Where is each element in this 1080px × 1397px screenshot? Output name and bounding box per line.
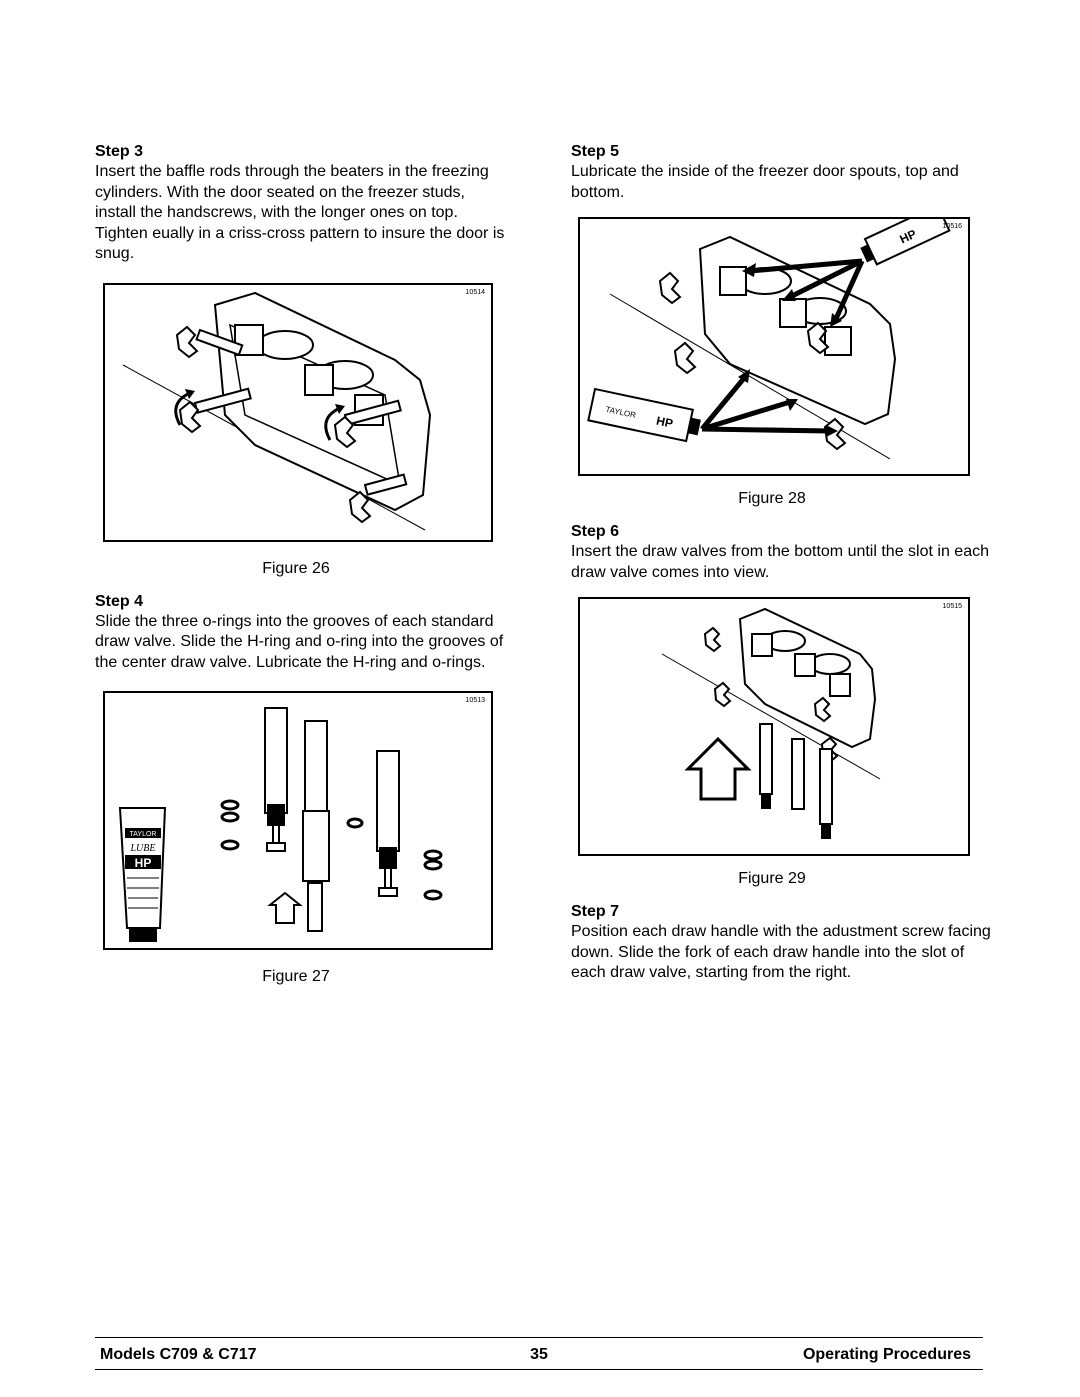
footer-models: Models C709 & C717 [100,1346,257,1363]
figure-29-caption: Figure 29 [738,870,806,887]
step-3-text: Insert the baffle rods through the beate… [95,163,505,262]
lube-tube-product: LUBE [130,843,156,854]
step-5-title: Step 5 [571,143,620,160]
footer-section: Operating Procedures [802,1346,971,1363]
step-5-text: Lubricate the inside of the freezer door… [571,163,959,201]
footer-bottom-rule [95,1369,983,1370]
left-column: Step 3 Insert the baffle rods through th… [95,142,510,986]
lube-tube-icon: TAYLOR LUBE HP [118,807,167,942]
draw-valves-illustration: TAYLOR LUBE HP [118,707,443,942]
insert-valves-illustration [661,607,881,839]
figure-26-caption: Figure 26 [262,559,330,577]
up-arrow-icon [684,736,752,801]
page-number: 35 [530,1346,548,1363]
figure-28-box: 10516 [578,217,970,476]
figure-27-caption: Figure 27 [262,968,330,985]
step-3-title: Step 3 [95,143,144,160]
footer-top-rule [95,1337,983,1338]
figure-28-caption: Figure 28 [738,490,806,507]
figure-26-id: 10514 [465,288,485,296]
figure-26-box: 10514 [103,282,493,542]
lube-tube-top-icon: HP [860,219,951,266]
lube-tube-grade: HP [135,856,152,870]
figure-29-box: 10515 [578,597,970,856]
figure-27-id: 10513 [465,697,485,704]
step-6-title: Step 6 [571,523,620,540]
lubricate-door-illustration: HP TAYLOR HP [587,219,951,460]
step-7-text: Position each draw handle with the adust… [571,923,991,981]
step-4-text: Slide the three o-rings into the grooves… [95,612,504,671]
right-column: Step 5 Lubricate the inside of the freez… [571,142,991,984]
figure-27-box: 10513 TAYLOR LUBE HP [103,691,493,950]
up-arrow-icon [267,891,303,924]
step-7-title: Step 7 [571,903,620,920]
svg-text:HP: HP [898,227,919,247]
figure-29-id: 10515 [942,603,962,610]
step-4-title: Step 4 [95,592,144,610]
figure-28-id: 10516 [942,223,962,230]
step-6-text: Insert the draw valves from the bottom u… [571,543,989,581]
lube-tube-brand: TAYLOR [130,831,157,838]
freezer-door-illustration [122,291,432,530]
svg-text:HP: HP [655,414,674,431]
lube-tube-bottom-icon: TAYLOR HP [587,387,701,443]
